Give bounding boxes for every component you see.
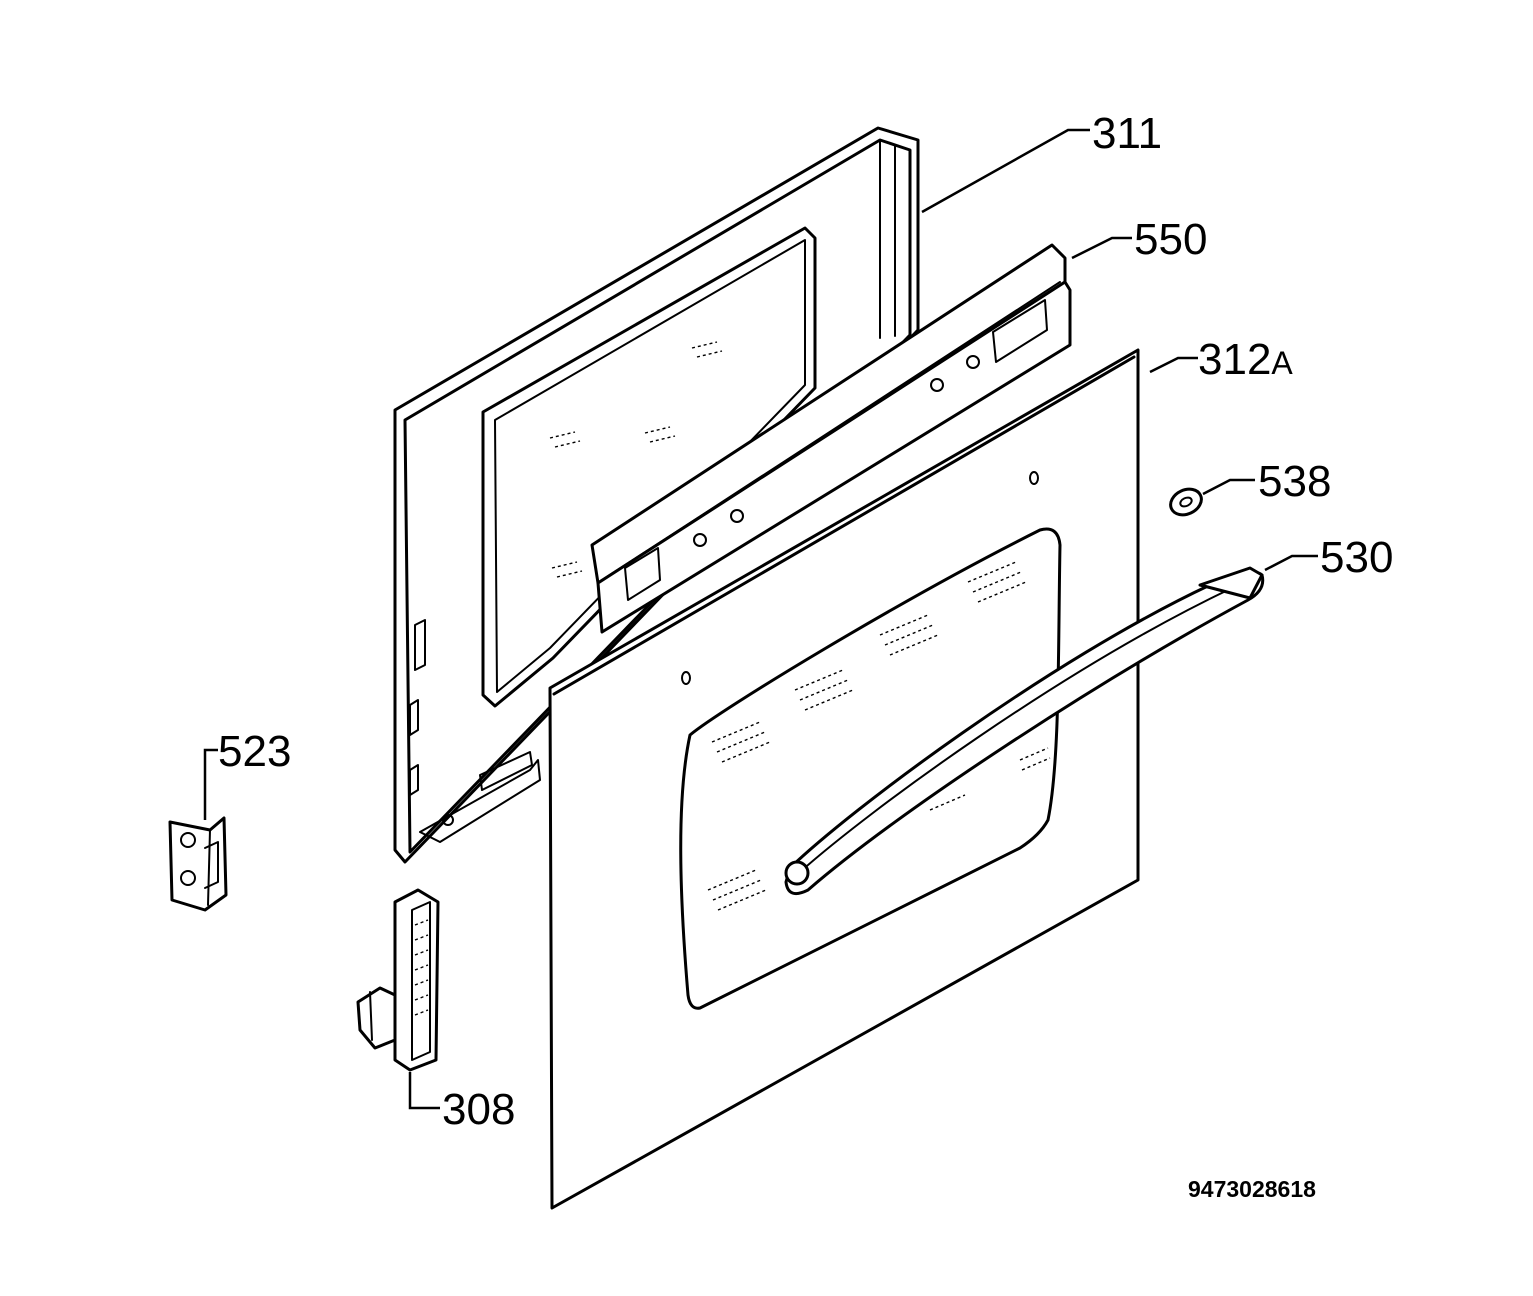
leader-538 bbox=[1202, 478, 1255, 496]
part-311-inner-door-frame bbox=[393, 126, 920, 864]
leader-lines bbox=[203, 128, 1318, 1110]
label-311: 311 bbox=[1092, 109, 1162, 158]
label-312a-suffix: A bbox=[1271, 345, 1293, 381]
part-530-door-handle bbox=[784, 566, 1265, 896]
part-312a-outer-glass-panel bbox=[548, 348, 1140, 1210]
label-312a-number: 312 bbox=[1198, 335, 1271, 384]
leader-311 bbox=[921, 128, 1090, 214]
leader-523 bbox=[203, 748, 218, 820]
leader-550 bbox=[1071, 236, 1132, 260]
label-550: 550 bbox=[1134, 215, 1207, 264]
label-538: 538 bbox=[1258, 457, 1331, 506]
label-530: 530 bbox=[1320, 533, 1393, 582]
leader-530 bbox=[1264, 554, 1318, 572]
part-538-washer bbox=[1169, 487, 1203, 517]
part-523-hinge-receiver bbox=[168, 816, 228, 912]
leader-308 bbox=[408, 1072, 440, 1110]
leader-312a bbox=[1149, 356, 1198, 374]
label-312a: 312A bbox=[1198, 335, 1293, 384]
drawing-number: 9473028618 bbox=[1188, 1176, 1316, 1202]
part-308-hinge-assembly bbox=[356, 888, 440, 1072]
label-308: 308 bbox=[442, 1085, 515, 1134]
part-550-bracket-bar bbox=[590, 243, 1072, 634]
label-523: 523 bbox=[218, 727, 291, 776]
